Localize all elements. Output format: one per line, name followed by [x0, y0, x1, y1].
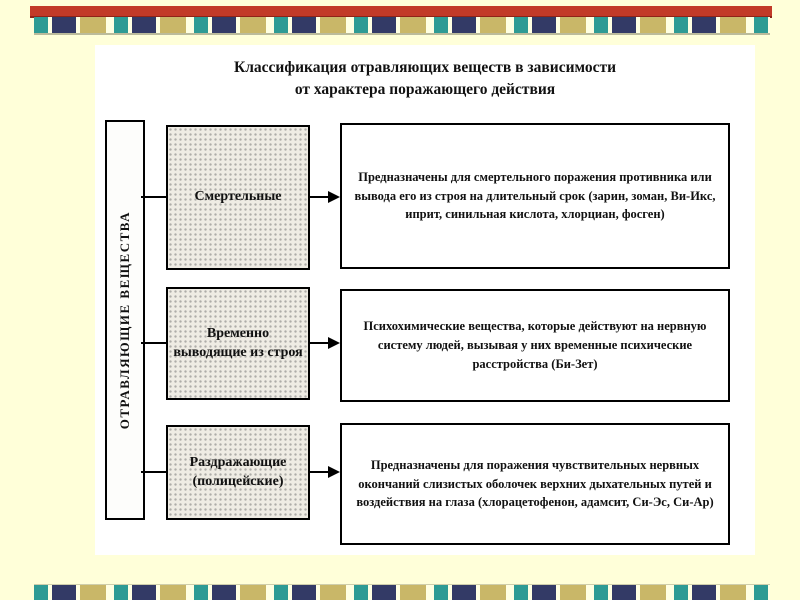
slide-title: Классификация отравляющих веществ в зави… [95, 57, 755, 102]
connector-line [141, 196, 166, 198]
category-label: Временно выводящие из строя [173, 325, 303, 360]
arrow-icon [310, 191, 340, 203]
content-panel: Классификация отравляющих веществ в зави… [95, 45, 755, 555]
arrow-head [328, 466, 340, 478]
arrow-shaft [310, 196, 329, 198]
slide-title-line-1: Классификация отравляющих веществ в зави… [233, 59, 617, 76]
arrow-head [328, 191, 340, 203]
arrow-shaft [310, 342, 329, 344]
arrow-head [328, 337, 340, 349]
slide-title-line-2: от характера поражающего действия [294, 81, 556, 99]
root-category-box: ОТРАВЛЯЮЩИЕ ВЕЩЕСТВА [105, 120, 145, 520]
category-label: Смертельные [194, 189, 282, 205]
description-text: Предназначены для поражения чувствительн… [356, 457, 714, 510]
category-box-irritant: Раздражающие (полицейские) [166, 425, 310, 520]
bottom-deco-strip [34, 585, 770, 600]
category-label: Раздражающие (полицейские) [189, 454, 287, 489]
arrow-shaft [310, 471, 329, 473]
category-box-lethal: Смертельные [166, 125, 310, 270]
top-deco-strip [34, 17, 770, 33]
description-box-irritant: Предназначены для поражения чувствительн… [340, 423, 730, 545]
connector-line [141, 471, 166, 473]
description-box-lethal: Предназначены для смертельного поражения… [340, 123, 730, 269]
root-category-label: ОТРАВЛЯЮЩИЕ ВЕЩЕСТВА [117, 210, 132, 430]
description-text: Психохимические вещества, которые действ… [363, 319, 707, 371]
description-text: Предназначены для смертельного поражения… [354, 169, 716, 222]
description-box-incapacitating: Психохимические вещества, которые действ… [340, 289, 730, 402]
category-box-incapacitating: Временно выводящие из строя [166, 287, 310, 400]
connector-line [141, 342, 166, 344]
arrow-icon [310, 466, 340, 478]
arrow-icon [310, 337, 340, 349]
